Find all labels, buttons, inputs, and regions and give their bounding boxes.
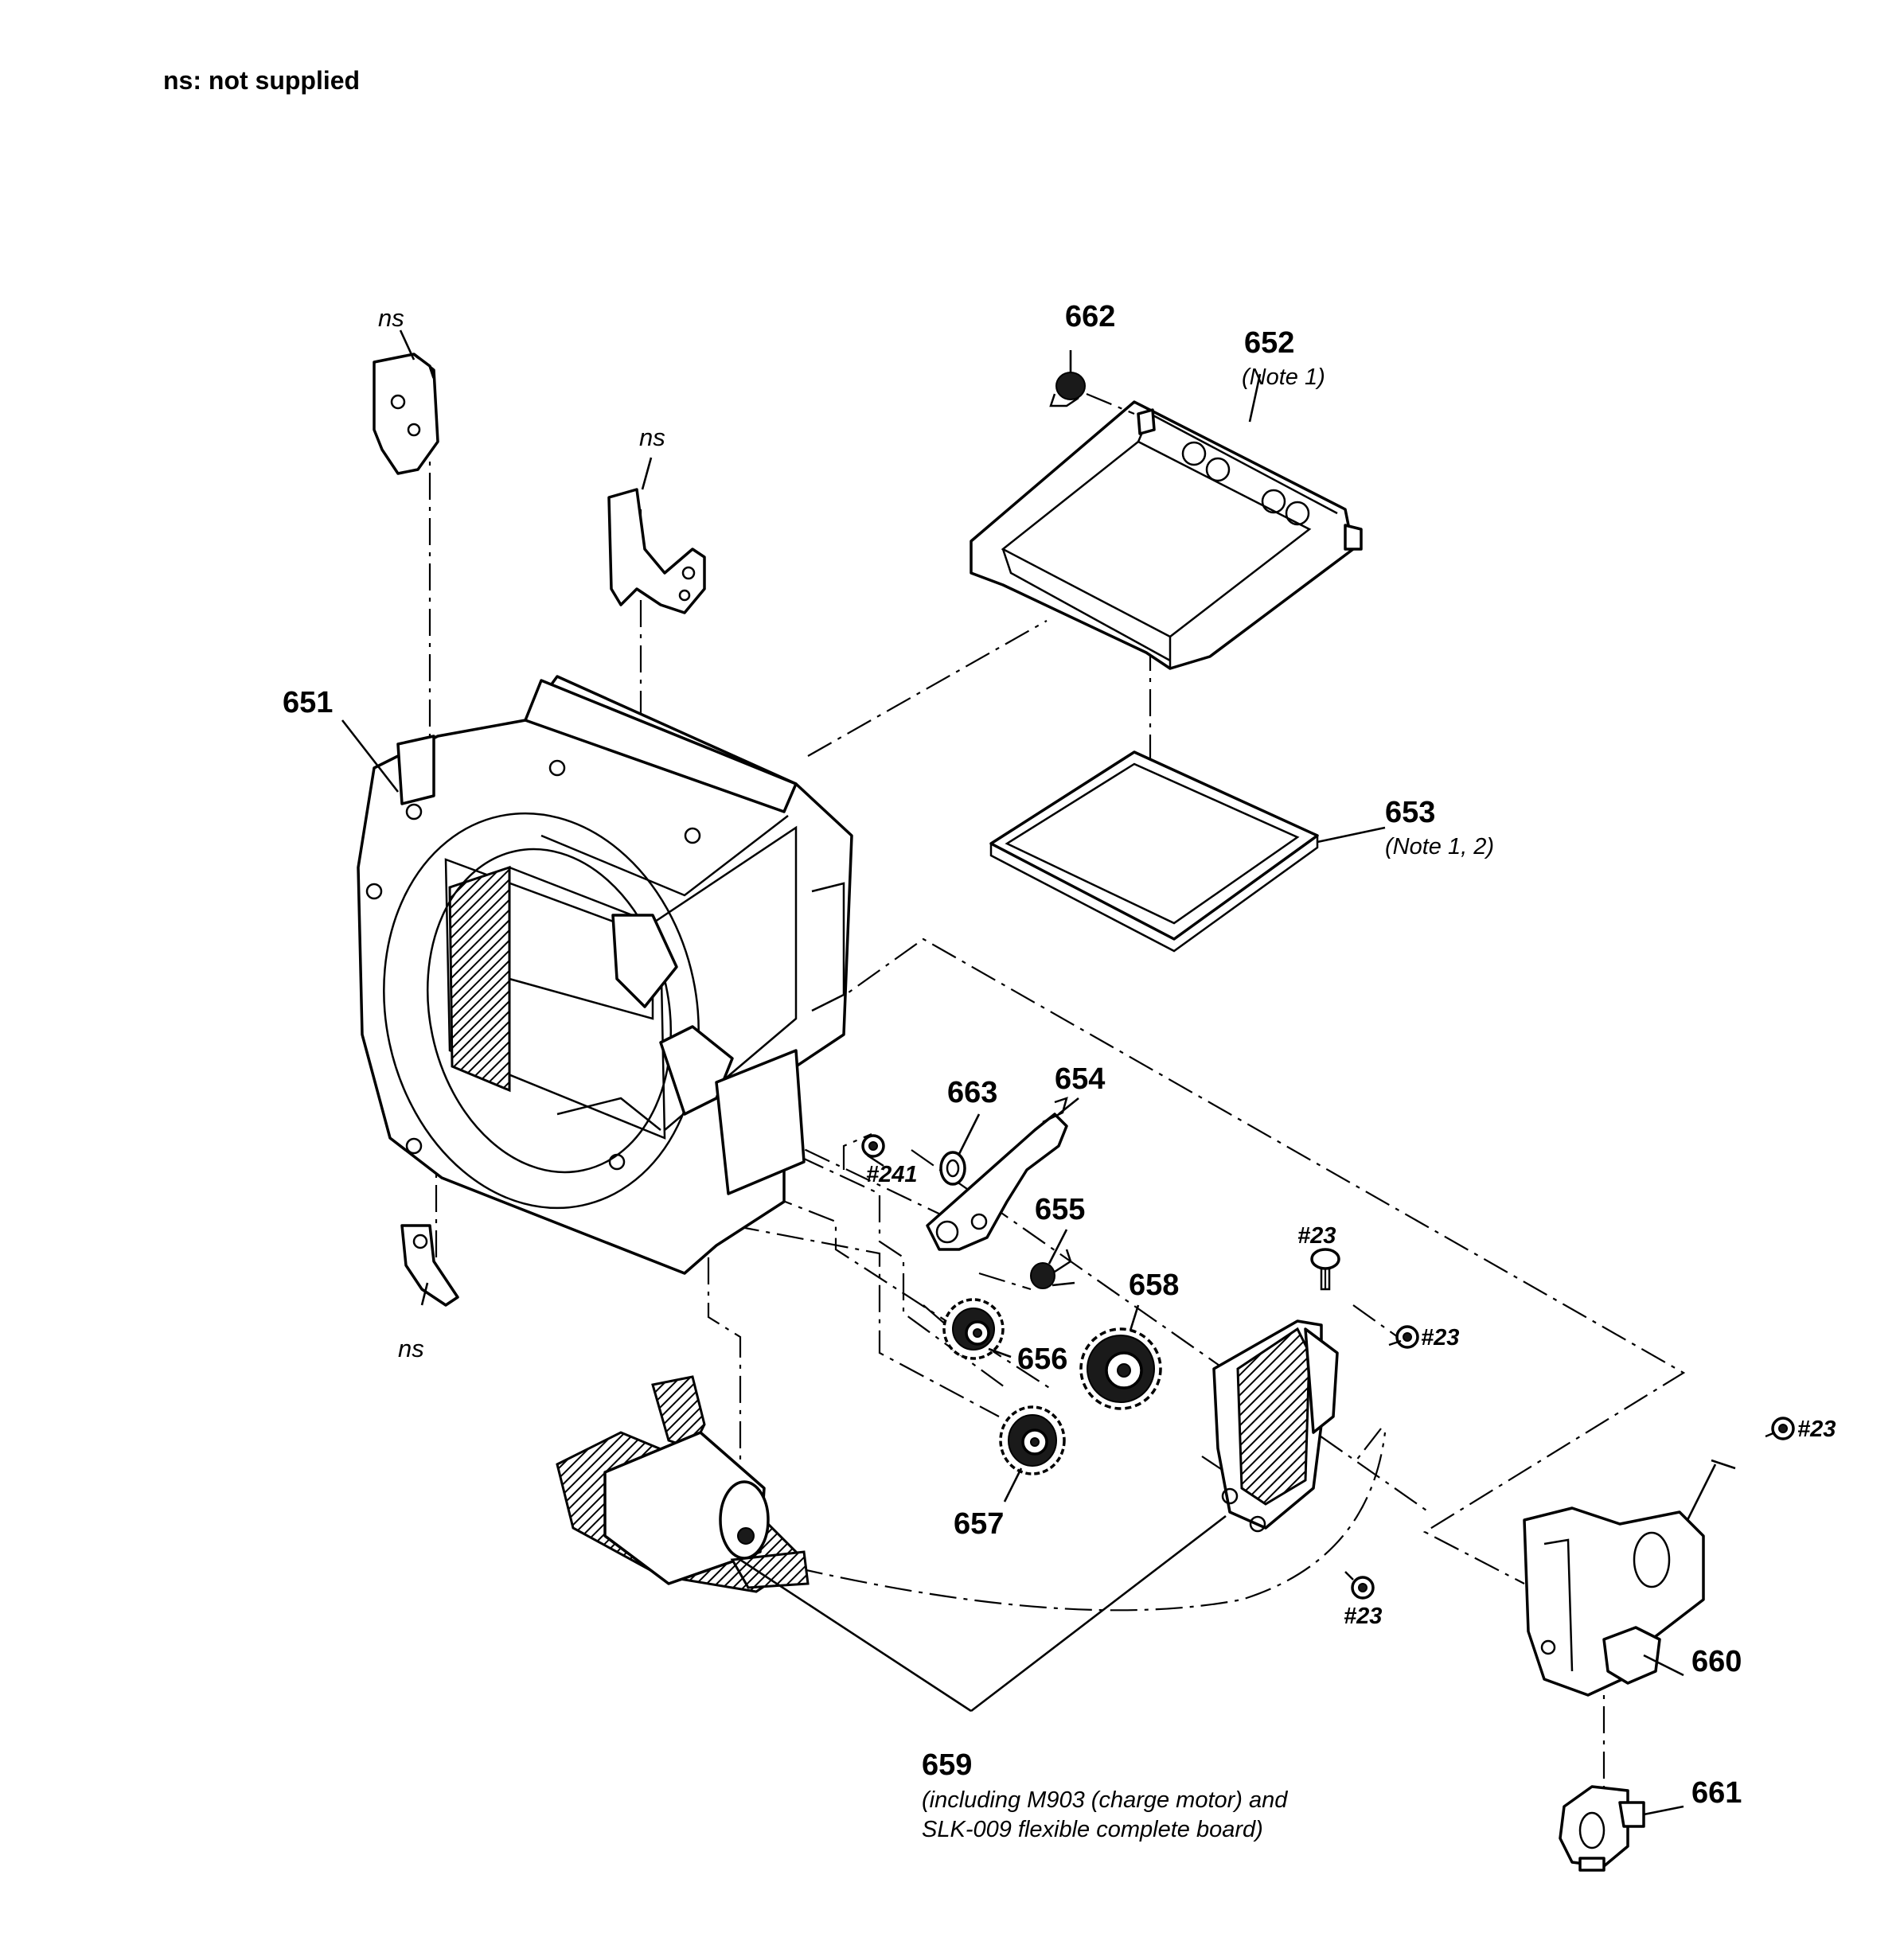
- part-label-660: 660: [1691, 1645, 1742, 1678]
- screw-label-23-bottom: #23: [1344, 1604, 1382, 1629]
- screw-23-bottom: [1344, 1571, 1375, 1600]
- part-label-651: 651: [283, 686, 333, 719]
- part-label-662: 662: [1065, 300, 1115, 333]
- focusing-screen-653: [989, 750, 1319, 953]
- spring-655: [1030, 1249, 1075, 1289]
- lever-654: [926, 1097, 1068, 1251]
- screw-label-23-right: #23: [1421, 1325, 1459, 1351]
- screw-label-23-top: #23: [1297, 1223, 1336, 1249]
- part-label-656: 656: [1017, 1343, 1067, 1376]
- part-label-657: 657: [954, 1507, 1004, 1541]
- bracket-660: [1523, 1506, 1705, 1697]
- part-label-655: 655: [1035, 1193, 1085, 1226]
- legend-text: ns: not supplied: [163, 66, 360, 95]
- washer-663: [939, 1151, 966, 1186]
- ns-label-top-center: ns: [639, 423, 665, 451]
- part-label-663: 663: [947, 1076, 997, 1109]
- screw-label-241: #241: [866, 1162, 918, 1187]
- part-desc-659-line1: (including M903 (charge motor) and: [922, 1787, 1288, 1813]
- part-label-661: 661: [1691, 1776, 1742, 1810]
- bracket-bottom-ns: [400, 1224, 459, 1307]
- ns-label-bottom: ns: [398, 1335, 424, 1362]
- bracket-top-center-ns: [607, 488, 706, 614]
- labels: ns ns ns 651 652 (Note 1) 653 (Note 1, 2…: [283, 300, 1836, 1842]
- part-note-653: (Note 1, 2): [1385, 834, 1494, 859]
- part-label-659: 659: [922, 1748, 972, 1782]
- cover-661: [1559, 1785, 1645, 1872]
- part-label-652: 652: [1244, 326, 1294, 360]
- screw-23-top: [1310, 1248, 1340, 1291]
- screw-23-far-right: [1765, 1417, 1795, 1440]
- screw-label-23-far-right: #23: [1797, 1417, 1836, 1442]
- ns-label-top-left: ns: [378, 304, 404, 332]
- leader-lines: [341, 329, 1736, 1816]
- gear-658: [1079, 1327, 1162, 1410]
- charge-motor-unit-659: [556, 1375, 810, 1593]
- focusing-screen-frame-652: [970, 400, 1363, 670]
- gear-656: [942, 1298, 1005, 1360]
- spring-662: [1049, 372, 1086, 407]
- mirror-box-frame-651: [357, 675, 853, 1275]
- gear-657: [999, 1405, 1066, 1475]
- gearbox-unit-659: [1212, 1319, 1339, 1533]
- part-label-658: 658: [1129, 1269, 1179, 1302]
- screw-241: [861, 1134, 885, 1167]
- screw-23-right: [1388, 1325, 1419, 1349]
- bracket-top-left-ns: [373, 353, 439, 475]
- part-note-652: (Note 1): [1242, 364, 1325, 390]
- part-label-654: 654: [1055, 1062, 1105, 1096]
- part-desc-659-line2: SLK-009 flexible complete board): [922, 1817, 1263, 1842]
- part-label-653: 653: [1385, 796, 1435, 829]
